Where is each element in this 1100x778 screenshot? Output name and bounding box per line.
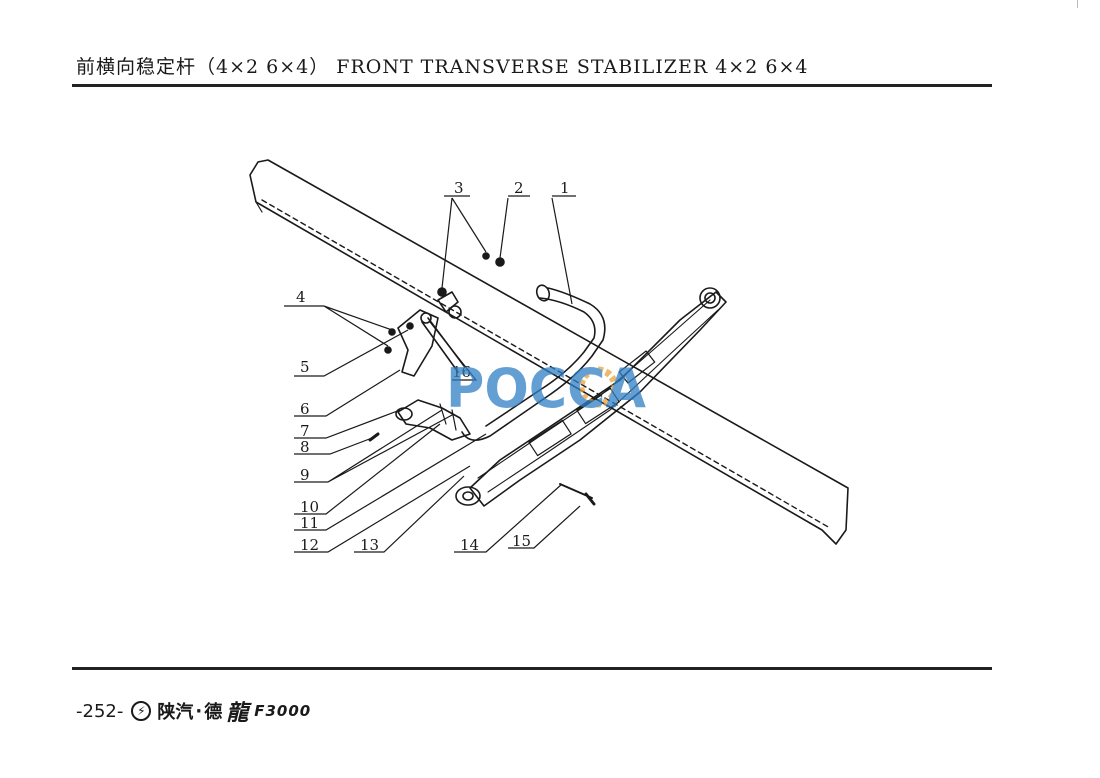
leader-11 [294,433,487,531]
footer-rule [72,667,992,670]
callout-1: 1 [560,179,570,197]
callout-10: 10 [300,498,319,516]
frame-rail [249,159,849,545]
callout-14: 14 [460,536,479,554]
leader-10 [294,423,441,515]
brand-name: 陕汽 [157,702,194,723]
page-number: -252- [76,700,124,722]
callout-8: 8 [300,438,310,456]
bar-end-eye [535,284,551,302]
header-rule [72,84,992,87]
leaf-spring [469,291,727,507]
callout-16: 16 [452,363,471,381]
leader-2 [499,195,530,259]
leader-8 [294,437,373,455]
leader-12 [294,465,471,553]
leader-15 [508,505,581,549]
bracket [397,309,439,377]
frame-rail-hidden-line [261,199,831,529]
brand-model: F3000 [254,702,312,720]
callout-2: 2 [514,179,524,197]
leader-4 [284,305,393,347]
stabilizer-bar [461,287,606,441]
watermark-text: POCCA [446,357,646,420]
callout-11: 11 [300,514,319,532]
callout-4: 4 [296,288,306,306]
lower-bracket [397,399,471,441]
brand-long: 龍 [226,700,249,726]
callout-3: 3 [454,179,464,197]
callout-7: 7 [300,422,310,440]
leader-1 [551,195,576,305]
brand-de: 德 [204,702,223,723]
callout-12: 12 [300,536,319,554]
brand-separator: · [195,700,203,722]
spring-eye-front [455,486,481,506]
spring-eye-rear [699,287,721,309]
leader-3 [441,195,487,289]
callout-5: 5 [300,358,310,376]
watermark: POCCA [446,357,646,420]
leader-6 [294,369,401,417]
callout-9: 9 [300,466,310,484]
leader-9 [294,409,455,483]
watermark-gear-icon [577,366,619,408]
edge-mark [1077,0,1078,8]
brand-logo-icon: ⚡ [131,701,152,721]
callout-6: 6 [300,400,310,418]
callout-13: 13 [360,536,379,554]
page-title: 前横向稳定杆（4×2 6×4） FRONT TRANSVERSE STABILI… [76,56,809,78]
leader-5 [294,329,409,377]
footer: -252- ⚡ 陕汽 · 德 龍 F3000 [76,698,312,726]
leader-14 [454,483,563,553]
callout-15: 15 [512,532,531,550]
leader-16 [429,321,478,381]
leader-13 [354,475,465,553]
leader-7 [294,409,401,439]
